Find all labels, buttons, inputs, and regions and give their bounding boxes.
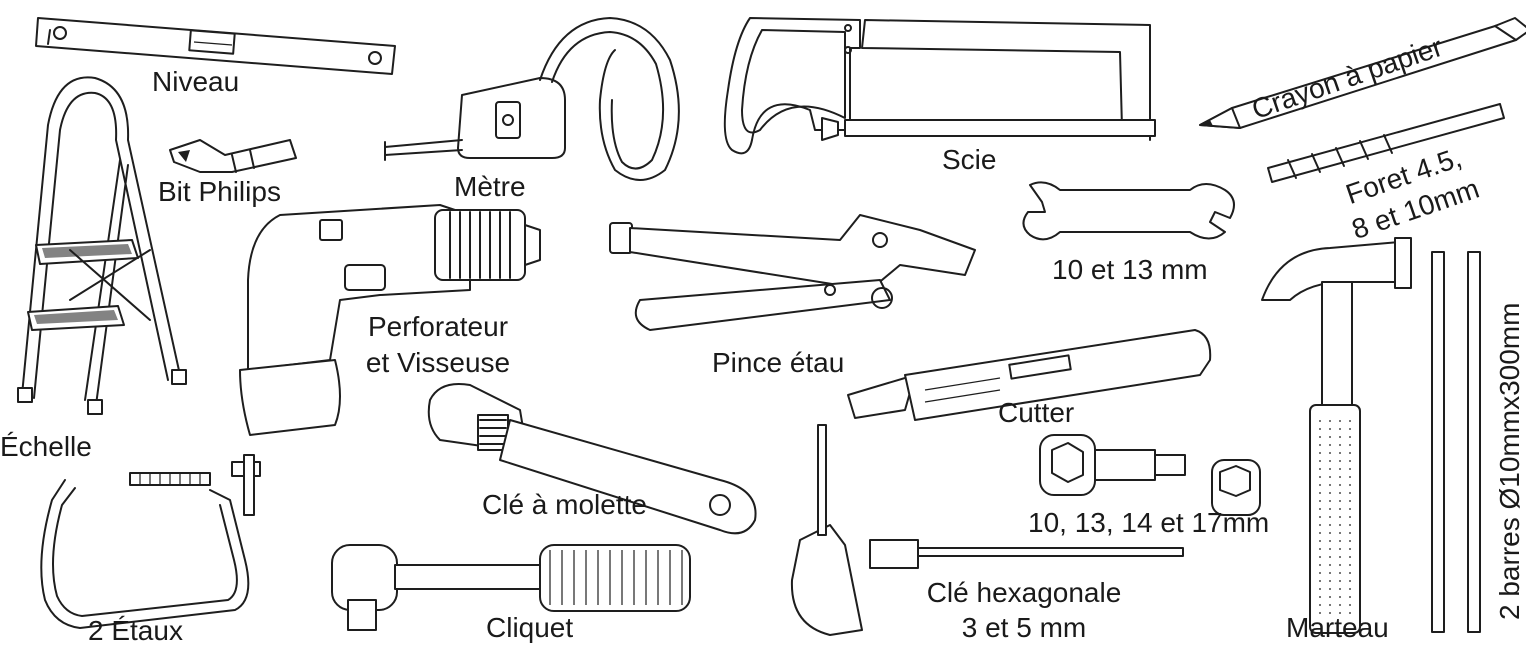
tape-measure-icon (384, 17, 680, 181)
hammer-icon (1261, 237, 1412, 634)
drill-bit-icon (1267, 103, 1505, 183)
socket-set-icon (1039, 434, 1261, 516)
label-cliquet: Cliquet (486, 612, 574, 643)
adjustable-wrench-icon (427, 383, 757, 535)
label-marteau: Marteau (1286, 612, 1389, 643)
locking-pliers-icon (609, 214, 976, 331)
cutter-icon (847, 329, 1212, 421)
bars-icon (1431, 251, 1481, 633)
label-bit-philips: Bit Philips (158, 176, 281, 207)
power-drill-icon (239, 204, 541, 436)
label-douilles: 10, 13, 14 et 17mm (1028, 507, 1270, 538)
label-echelle: Échelle (0, 431, 92, 462)
label-scie: Scie (942, 144, 997, 175)
label-metre: Mètre (454, 171, 526, 202)
label-pince-etau: Pince étau (712, 347, 845, 378)
hacksaw-icon (723, 17, 1156, 155)
step-ladder-icon (17, 76, 187, 415)
label-cle-hex-line1: Clé hexagonale (926, 577, 1122, 608)
level-icon (35, 17, 396, 75)
label-niveau: Niveau (152, 66, 240, 97)
philips-bit-icon (169, 139, 297, 173)
open-end-wrench-icon (1022, 181, 1235, 241)
pencil-icon (1199, 17, 1526, 129)
label-etaux: 2 Étaux (88, 615, 183, 646)
label-cutter: Cutter (998, 397, 1075, 428)
label-barres: 2 barres Ø10mmx300mm (1494, 302, 1525, 620)
hex-key-icon (790, 424, 1184, 636)
label-cle-plate: 10 et 13 mm (1052, 254, 1208, 285)
label-cle-molette: Clé à molette (482, 489, 647, 520)
ratchet-icon (331, 544, 691, 631)
label-cle-hex-line2: 3 et 5 mm (961, 612, 1087, 643)
label-perforateur-line1: Perforateur (367, 311, 509, 342)
label-perforateur-line2: et Visseuse (365, 347, 511, 378)
c-clamp-icon (40, 454, 261, 629)
